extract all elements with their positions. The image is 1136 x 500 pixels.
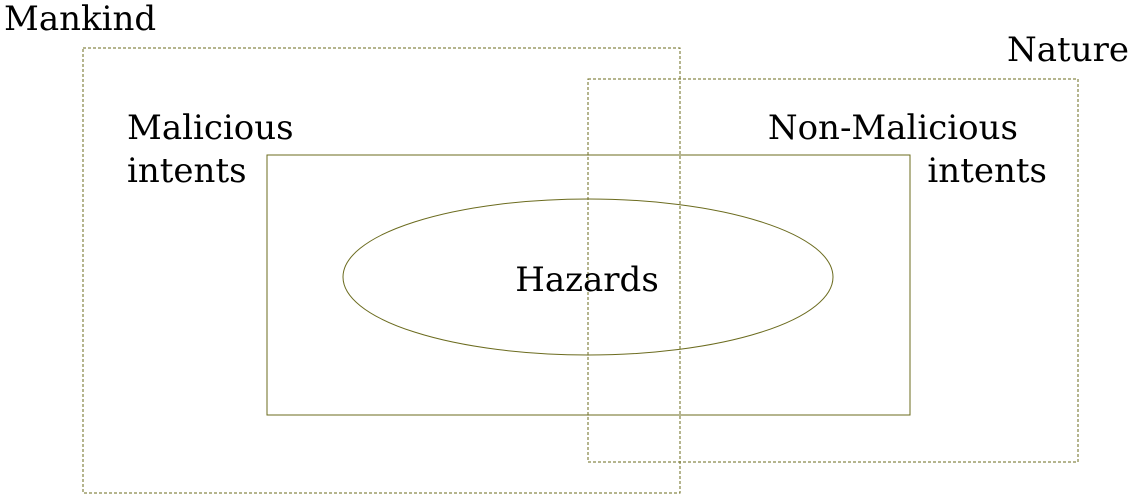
malicious-intents-label-line1: Malicious [127, 108, 294, 148]
nature-label: Nature [1007, 30, 1129, 70]
mankind-region [82, 47, 681, 494]
non-malicious-intents-label-line1: Non-Malicious [768, 108, 1018, 148]
hazards-ellipse [342, 198, 834, 356]
intents-region [266, 154, 911, 416]
hazards-label: Hazards [515, 260, 659, 300]
non-malicious-intents-label-line2: intents [927, 151, 1047, 191]
mankind-label: Mankind [4, 0, 156, 39]
malicious-intents-label-line2: intents [127, 151, 247, 191]
nature-region [587, 78, 1079, 463]
